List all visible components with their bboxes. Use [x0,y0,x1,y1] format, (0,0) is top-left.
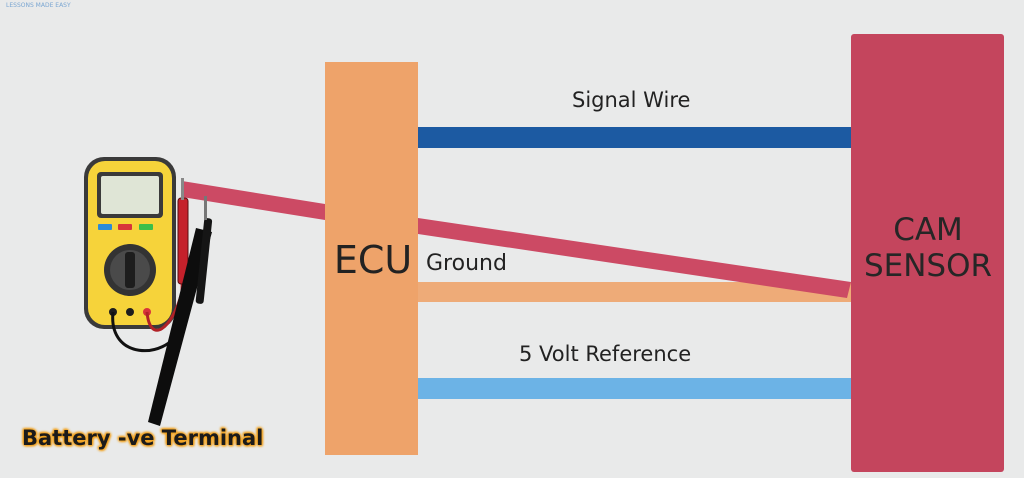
watermark-text: LESSONS MADE EASY [6,2,71,9]
black-probe-icon [148,196,213,426]
signal-wire-label: Signal Wire [572,88,691,112]
ecu-label: ECU [333,238,413,282]
cam-sensor-label: CAM SENSOR [852,212,1004,284]
cam-sensor-box [851,34,1004,472]
signal-wire [418,127,851,148]
multimeter-icon [84,157,176,329]
probe-wire-left [182,181,325,220]
reference-wire [418,378,851,399]
red-probe-icon [177,178,189,285]
probe-wire-right [418,218,851,298]
cam-sensor-label-line2: SENSOR [863,248,993,284]
cam-sensor-label-line1: CAM [893,212,963,248]
ground-wire [418,282,851,302]
ecu-box [325,62,418,455]
ground-wire-label: Ground [426,251,507,276]
battery-terminal-label: Battery -ve Terminal [22,426,264,450]
reference-wire-label: 5 Volt Reference [519,342,692,366]
